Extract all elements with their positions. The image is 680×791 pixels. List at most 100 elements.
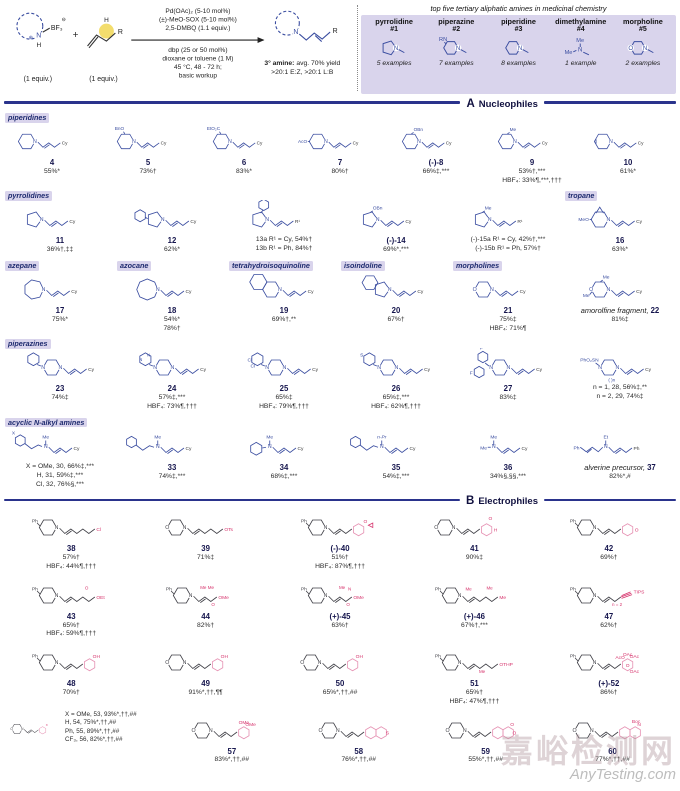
svg-text:dbp (25 or 50 mol%): dbp (25 or 50 mol%): [168, 47, 227, 54]
compound-id: 16: [615, 236, 625, 246]
svg-text:N: N: [394, 46, 398, 52]
yield-text: 69%†,**: [271, 315, 297, 323]
category-tag-line: [229, 337, 339, 347]
yield-text: 82%*,#: [609, 472, 631, 480]
piperidine-structure: N: [505, 41, 529, 55]
svg-text:Cy: Cy: [417, 289, 424, 295]
yield-text: 69%*,***: [383, 246, 409, 254]
yield-text: 68%‡,***: [270, 472, 298, 480]
svg-text:N: N: [183, 526, 187, 532]
structure-drawing: NOX: [9, 723, 48, 734]
svg-text:Me: Me: [479, 669, 486, 674]
yield-text: 80%†: [331, 167, 349, 175]
svg-text:n = 2: n = 2: [612, 602, 623, 607]
category-tag-line: [453, 416, 563, 426]
yield-text: 62%*: [164, 246, 180, 254]
rule-line: [543, 101, 676, 104]
svg-text:Me: Me: [487, 585, 494, 590]
svg-text:BF₃: BF₃: [51, 25, 63, 32]
svg-text:OTHP: OTHP: [500, 662, 514, 668]
svg-text:N: N: [265, 218, 269, 224]
yield-text: HBF₄: 62%¶,†††: [371, 403, 421, 410]
section-title: Nucleophiles: [478, 98, 538, 110]
compound-id: 39: [201, 544, 210, 554]
yield-text: 13b R¹ = Ph, 84%†: [255, 245, 313, 253]
compound-id: 60: [608, 746, 617, 756]
compound-id: 22: [650, 306, 660, 315]
compound-id: 23: [55, 384, 65, 394]
piperazine-structure: NRN: [439, 37, 467, 55]
yield-text: 73%†: [139, 167, 157, 175]
svg-text:Cl: Cl: [251, 364, 256, 370]
svg-text:N: N: [380, 444, 384, 450]
svg-text:Ph: Ph: [32, 519, 38, 525]
svg-text:Cy: Cy: [645, 367, 652, 373]
yield-text: 82%†: [197, 621, 215, 629]
compound-id: 26: [391, 384, 401, 394]
compound-number: (+)-46: [408, 612, 540, 622]
category-tag-line: [389, 111, 483, 121]
svg-text:N: N: [590, 728, 594, 734]
compound-id: 6: [241, 158, 247, 167]
category-tag-line: [117, 189, 227, 199]
panel-title: top five tertiary aliphatic amines in me…: [430, 4, 607, 13]
svg-text:RN: RN: [439, 37, 447, 43]
compound-id: 36: [503, 462, 513, 472]
svg-text:basic workup: basic workup: [179, 72, 218, 79]
svg-text:O: O: [446, 728, 450, 734]
svg-text:O: O: [166, 526, 170, 532]
compound-number: 49: [139, 679, 271, 689]
compound-number: 27: [453, 384, 563, 394]
yield-text: 83%*: [236, 167, 252, 175]
svg-text:Cy: Cy: [542, 141, 548, 146]
yield-text: 55%*: [44, 167, 60, 175]
amine-rank: #5: [639, 26, 647, 34]
svg-text:(1 equiv.): (1 equiv.): [89, 76, 117, 83]
svg-text:R¹: R¹: [517, 219, 523, 225]
svg-text:Ph: Ph: [435, 653, 441, 659]
svg-text:N: N: [336, 728, 340, 734]
rule-line: [4, 101, 461, 104]
svg-text:OMe: OMe: [353, 595, 364, 601]
amine-name: morpholine: [623, 17, 663, 26]
yield-text: 67%†: [387, 315, 405, 323]
yield-text: 55%*,††,##: [468, 756, 503, 764]
svg-text:Me: Me: [480, 445, 487, 451]
compound-number: 21: [453, 306, 563, 316]
category-tag-line: [341, 189, 451, 199]
svg-text:Cy: Cy: [636, 289, 643, 295]
svg-text:Cy: Cy: [298, 446, 305, 452]
yield-text: X = OMe, 30, 66%‡,***: [25, 462, 95, 470]
svg-text:N: N: [592, 593, 596, 599]
svg-text:N: N: [323, 593, 327, 599]
svg-text:X: X: [46, 723, 48, 727]
svg-text:Cy: Cy: [410, 446, 417, 452]
category-tag-line: azepane: [5, 259, 115, 271]
